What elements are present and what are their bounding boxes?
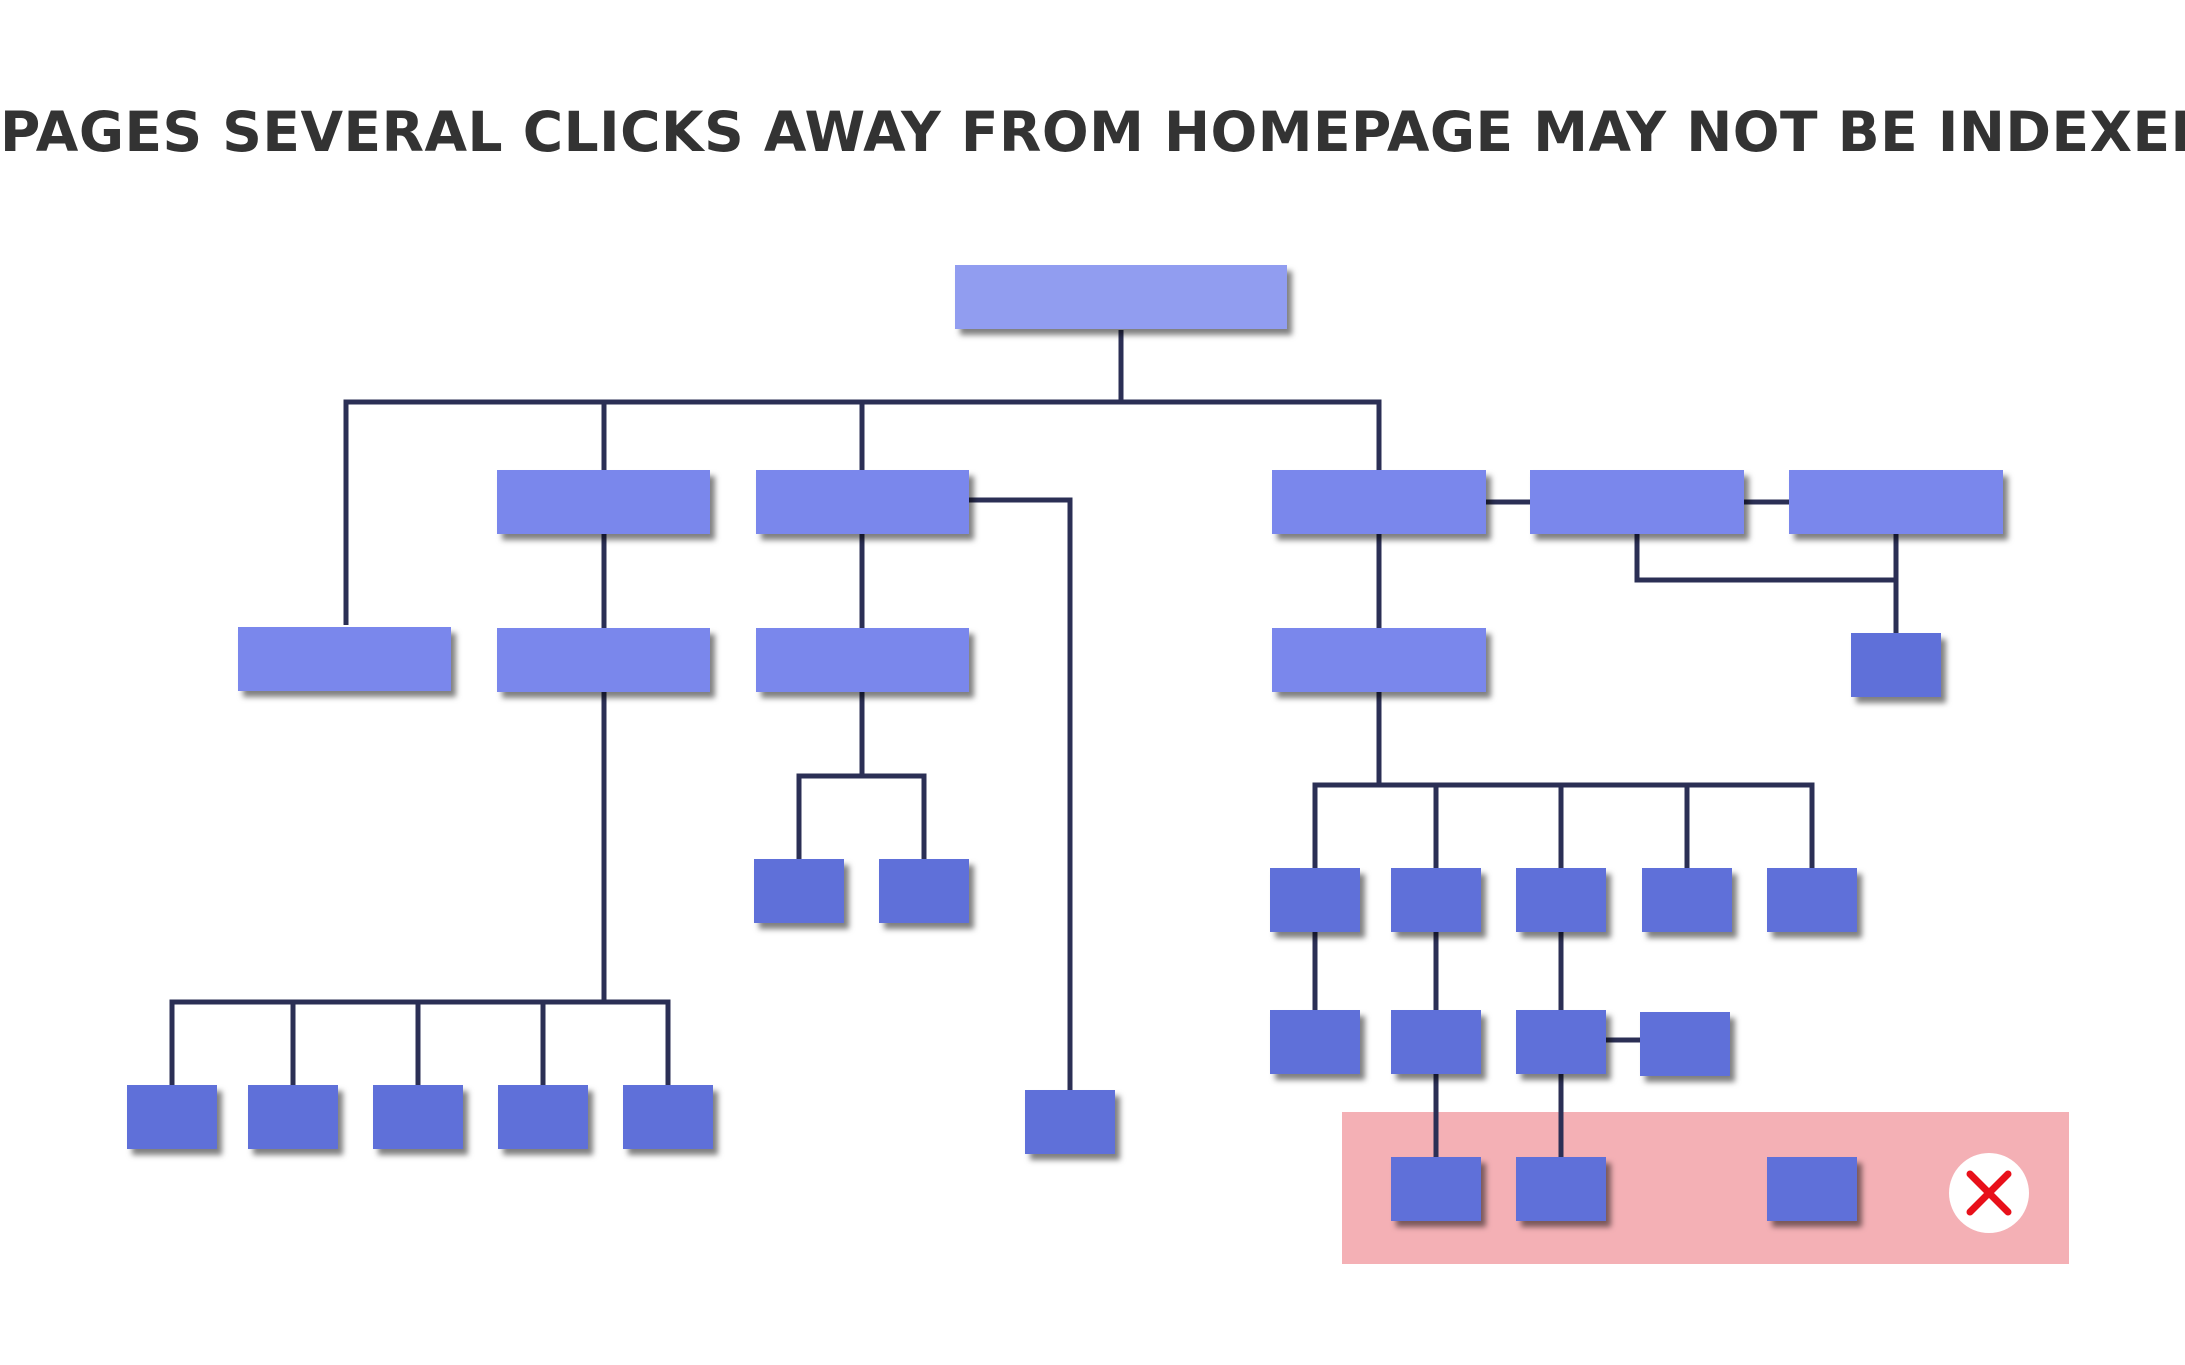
page-node bbox=[756, 470, 969, 534]
page-node bbox=[1640, 1012, 1730, 1076]
nodes bbox=[127, 265, 2003, 1221]
page-node bbox=[1391, 1010, 1481, 1074]
edge bbox=[1634, 534, 1899, 633]
page-node bbox=[623, 1085, 713, 1149]
page-node bbox=[1270, 868, 1360, 932]
page-node bbox=[1530, 470, 1744, 534]
edges bbox=[169, 330, 1899, 1157]
page-node bbox=[1272, 470, 1486, 534]
page-node bbox=[248, 1085, 338, 1149]
page-node bbox=[1516, 868, 1606, 932]
not-indexed-page-node bbox=[1767, 1157, 1857, 1221]
page-node bbox=[1391, 868, 1481, 932]
page-node bbox=[1025, 1090, 1115, 1154]
not-indexed-page-node bbox=[1516, 1157, 1606, 1221]
page-node bbox=[1767, 868, 1857, 932]
page-node bbox=[1789, 470, 2003, 534]
edge bbox=[796, 773, 927, 859]
page-node bbox=[756, 628, 969, 692]
page-node bbox=[127, 1085, 217, 1149]
page-node bbox=[1851, 633, 1941, 697]
page-node bbox=[1272, 628, 1486, 692]
homepage-node bbox=[955, 265, 1287, 329]
page-node bbox=[879, 859, 969, 923]
edge bbox=[969, 497, 1073, 1090]
not-indexed-page-node bbox=[1391, 1157, 1481, 1221]
page-node bbox=[238, 627, 451, 691]
page-node bbox=[498, 1085, 588, 1149]
cross-icon bbox=[1949, 1153, 2029, 1233]
page-title: PAGES SEVERAL CLICKS AWAY FROM HOMEPAGE … bbox=[0, 100, 2185, 164]
page-node bbox=[497, 470, 710, 534]
page-node bbox=[1270, 1010, 1360, 1074]
page-node bbox=[1642, 868, 1732, 932]
page-node bbox=[497, 628, 710, 692]
page-node bbox=[1516, 1010, 1606, 1074]
page-node bbox=[373, 1085, 463, 1149]
page-node bbox=[754, 859, 844, 923]
